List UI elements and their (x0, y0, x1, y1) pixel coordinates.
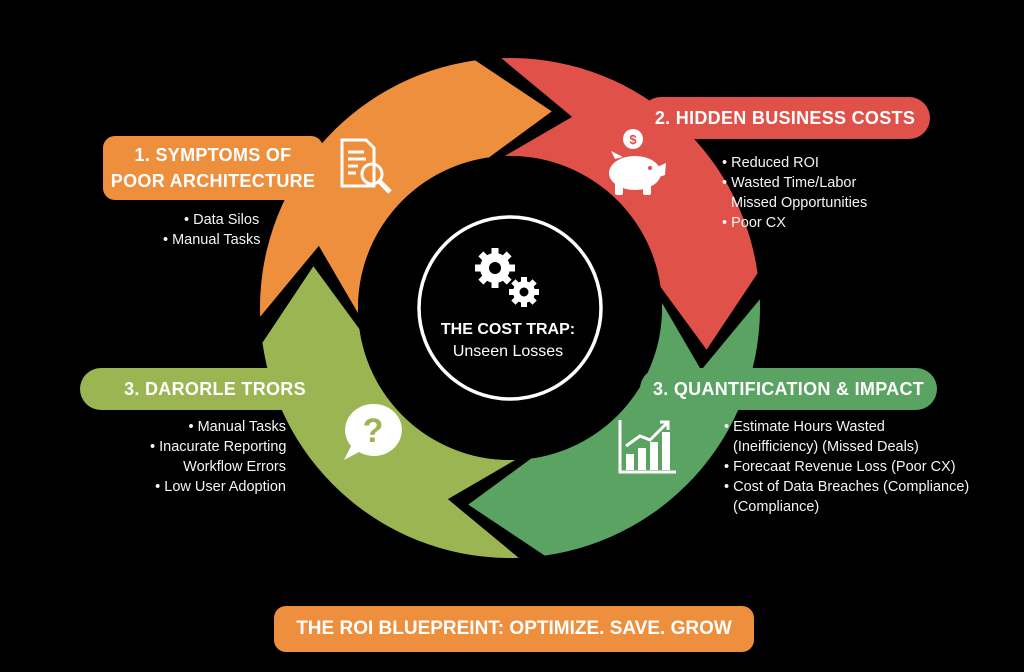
stage-2-label: 2. HIDDEN BUSINESS COSTS (640, 97, 930, 139)
piggy-bank-icon: $ (609, 129, 666, 195)
stage-1-label-line2: POOR ARCHITECTURE (110, 171, 316, 191)
list-item: (Ineifficiency) (Missed Deals) (733, 439, 919, 455)
growth-chart-icon (618, 420, 676, 474)
list-item: • Forecaat Revenue Loss (Poor CX) (724, 459, 956, 475)
stage-4-bullets: • Estimate Hours Wasted (Ineifficiency) … (724, 417, 969, 517)
list-item: (Compliance) (733, 499, 820, 515)
list-item: • Manual Tasks (163, 232, 261, 248)
stage-1-label-line1: 1. SYMPTOMS OF (134, 145, 292, 165)
ring-segment-1 (259, 60, 552, 317)
stage-4-label: 3. QUANTIFICATION & IMPACT (640, 368, 937, 410)
svg-text:$: $ (629, 132, 637, 147)
center-circle (417, 215, 603, 401)
gears-icon (475, 248, 539, 307)
ring-segment-4 (468, 299, 760, 556)
list-item: • Estimate Hours Wasted (724, 419, 885, 435)
stage-3-label: 3. DARORLE TRORS (80, 368, 350, 410)
list-item: Missed Opportunities (731, 195, 868, 211)
document-search-icon (340, 138, 392, 194)
svg-text:?: ? (363, 412, 384, 450)
stage-1-bullets: • Data Silos • Manual Tasks (163, 210, 261, 250)
list-item: • Cost of Data Breaches (Compliance) (724, 479, 970, 495)
list-item: • Reduced ROI (722, 155, 819, 171)
list-item: • Data Silos (184, 212, 260, 228)
stage-3-bullets: • Manual Tasks • Inacurate Reporting Wor… (150, 417, 286, 497)
center-subtitle: Unseen Losses (452, 343, 564, 360)
list-item: • Poor CX (722, 215, 786, 231)
banner: THE ROI BLUEPREINT: OPTIMIZE. SAVE. GROW (274, 606, 754, 652)
list-item: Workflow Errors (183, 459, 286, 475)
list-item: • Low User Adoption (155, 479, 286, 495)
question-bubble-icon: ? (344, 403, 402, 460)
ring-segment-2 (501, 57, 758, 350)
list-item: • Wasted Time/Labor (722, 175, 857, 191)
stage-1-label: 1. SYMPTOMS OF POOR ARCHITECTURE (103, 136, 323, 200)
list-item: • Manual Tasks (188, 419, 287, 435)
list-item: • Inacurate Reporting (150, 439, 287, 455)
stage-2-bullets: • Reduced ROI • Wasted Time/Labor Missed… (722, 153, 867, 233)
center-title: THE COST TRAP: (440, 321, 576, 338)
